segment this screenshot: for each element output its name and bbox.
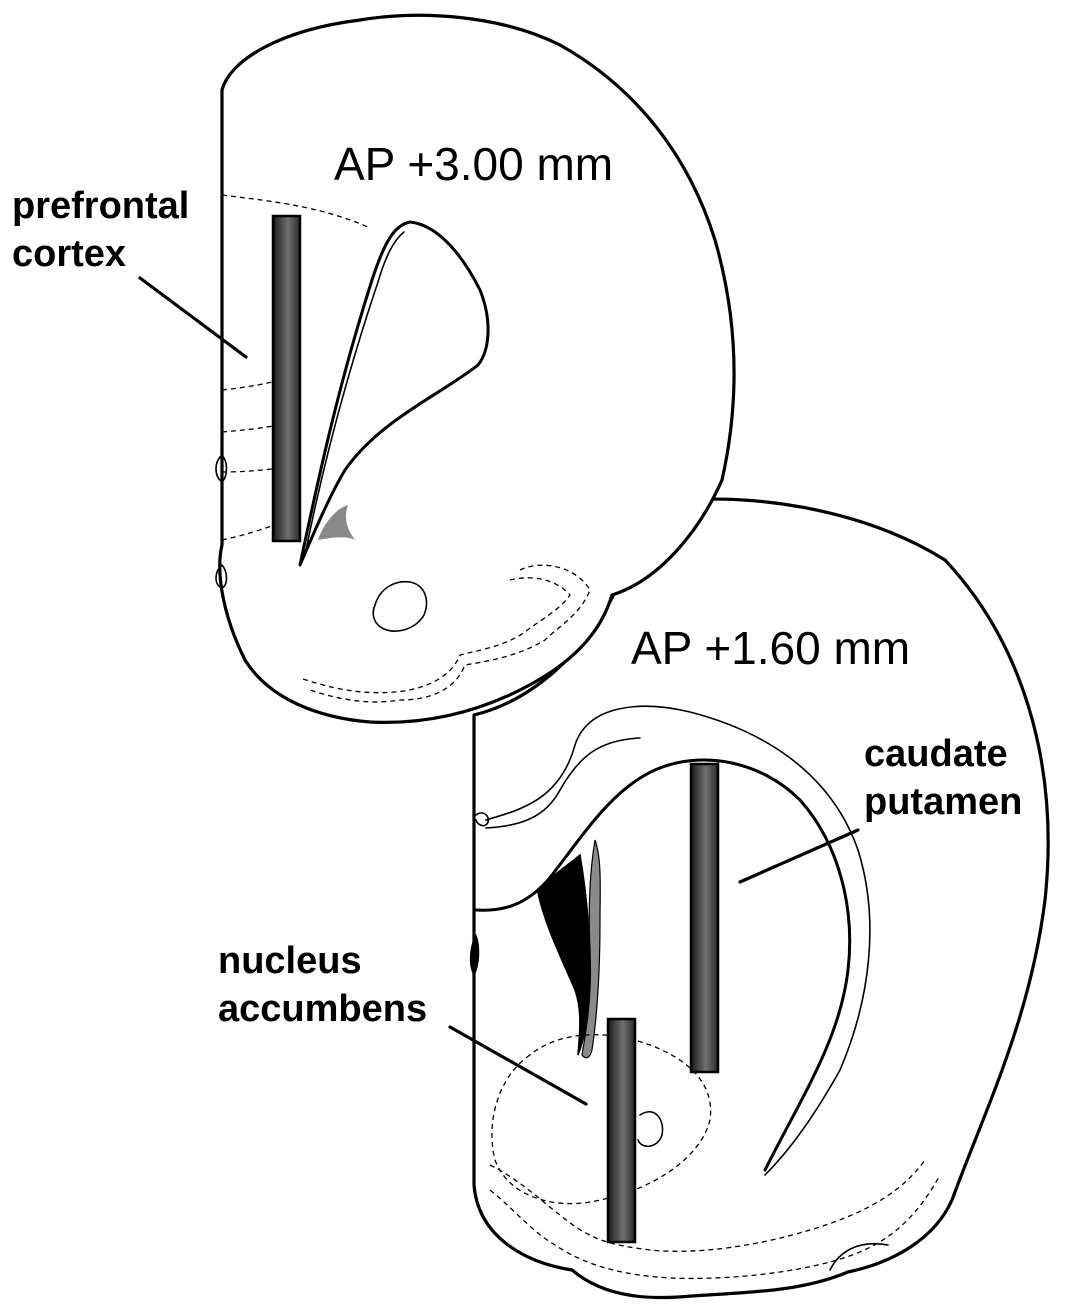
region-label-prefrontal: prefrontal cortex: [12, 185, 189, 275]
region-label-caudate-line1: caudate: [864, 733, 1008, 775]
probe-accumbens: [608, 1019, 635, 1242]
region-label-prefrontal-line2: cortex: [12, 233, 126, 275]
probe-prefrontal: [273, 216, 300, 541]
region-label-accumbens-line1: nucleus: [218, 940, 362, 982]
region-label-prefrontal-line1: prefrontal: [12, 185, 189, 227]
section-label-posterior: AP +1.60 mm: [631, 622, 910, 674]
probe-caudate: [691, 764, 718, 1072]
region-label-accumbens: nucleus accumbens: [218, 940, 427, 1030]
region-label-caudate-line2: putamen: [864, 781, 1022, 823]
section-label-anterior: AP +3.00 mm: [334, 138, 613, 190]
region-label-accumbens-line2: accumbens: [218, 988, 427, 1030]
